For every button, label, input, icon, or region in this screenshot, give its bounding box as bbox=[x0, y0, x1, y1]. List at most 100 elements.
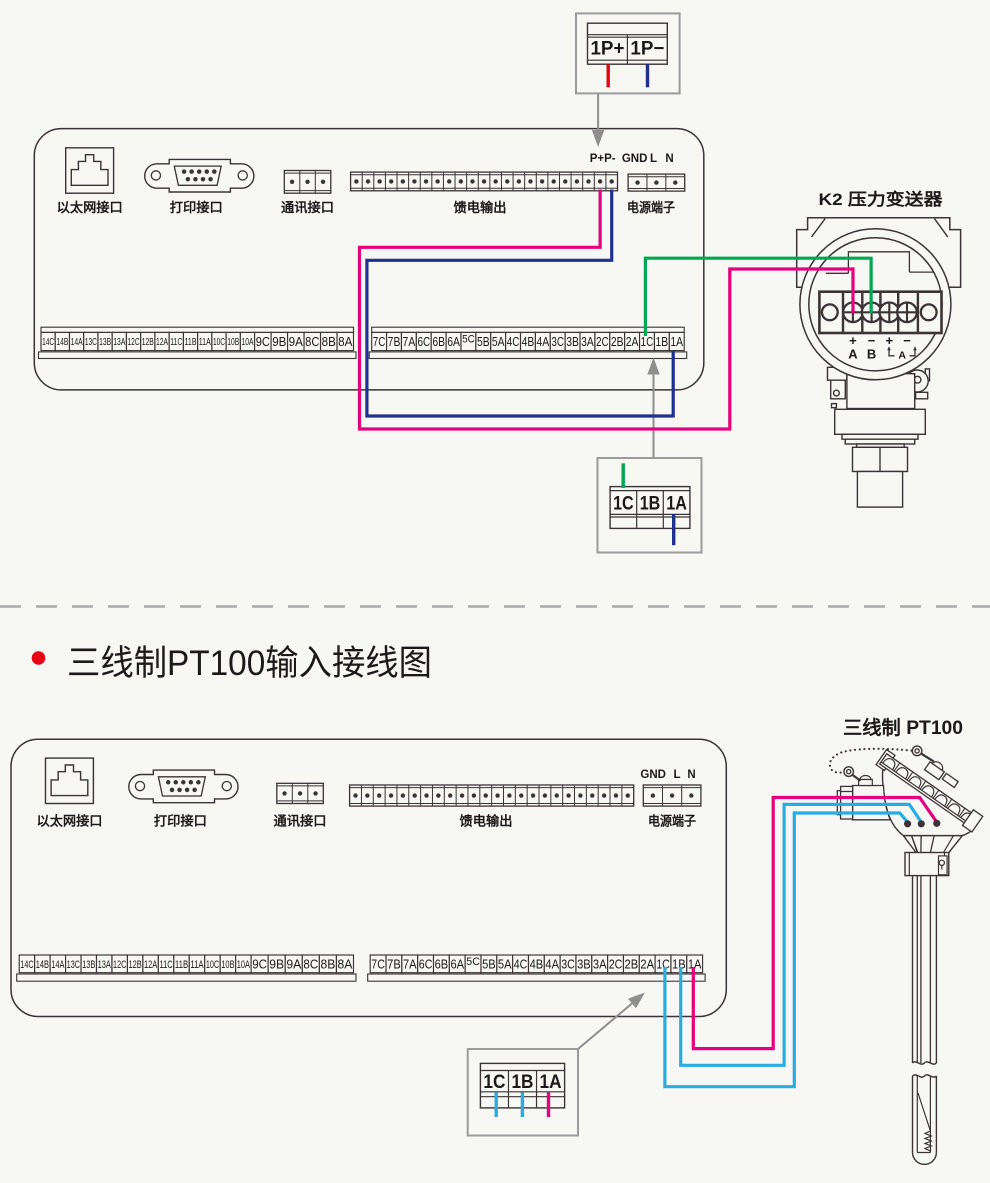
cap-tab-1-dome bbox=[931, 761, 944, 772]
io-right-cell-label: 3C bbox=[561, 957, 575, 972]
feed-output-screw bbox=[586, 179, 591, 184]
sensor-probe bbox=[911, 875, 938, 1166]
io-left-cell-label: 13C bbox=[85, 337, 97, 348]
tx-screw-cross bbox=[897, 302, 917, 323]
feed-output-screw bbox=[613, 793, 619, 798]
power-terminals-screw bbox=[635, 180, 640, 185]
inner-module bbox=[825, 251, 934, 274]
eye-screw-top-ring bbox=[911, 745, 923, 757]
io-left-cell-label: 8A bbox=[338, 334, 353, 349]
io-right-cell-label: 2B bbox=[625, 957, 639, 972]
eye-screw-top bbox=[911, 745, 935, 763]
arrow-rtd-bottom-head bbox=[628, 992, 645, 1009]
io-left-cell-label: 13C bbox=[67, 959, 80, 971]
io-right-cell-label: 2B bbox=[611, 334, 624, 349]
io-right-cell-label: 3B bbox=[577, 957, 591, 972]
io-left-rail bbox=[16, 973, 357, 982]
feed-output-screw bbox=[423, 179, 429, 184]
io-right-rail bbox=[368, 351, 688, 360]
flange-plate-2 bbox=[844, 438, 916, 445]
arrow-rtd-bottom-shaft bbox=[577, 1001, 635, 1050]
feed-output-screw bbox=[601, 793, 607, 798]
feed-output-screw bbox=[483, 793, 488, 798]
printer-port-pin bbox=[200, 176, 206, 182]
sensor-title: 三线制 PT100 bbox=[843, 716, 963, 739]
printer-port-screw-left bbox=[150, 170, 162, 181]
io-right-cell-label: 2C bbox=[596, 334, 609, 349]
io-left-cell-label: 11A bbox=[199, 337, 211, 348]
pin-label-gnd: GND bbox=[640, 769, 666, 781]
ethernet-port-jack bbox=[70, 154, 109, 186]
io-left-cell-label: 10A bbox=[241, 337, 253, 348]
io-right-cell-label: 1A bbox=[670, 334, 683, 349]
feed-output-screw bbox=[507, 793, 512, 798]
io-right-cell-label: 4A bbox=[545, 957, 559, 972]
io-left-cell-label: 9C bbox=[252, 957, 267, 972]
pin-label-n: N bbox=[687, 769, 695, 781]
io-left-cell-label: 12A bbox=[156, 337, 168, 348]
cable-gland bbox=[839, 785, 854, 820]
io-left-cell-label: 11C bbox=[159, 959, 172, 971]
feed-output-screw bbox=[590, 793, 595, 798]
printer-port-pin bbox=[193, 176, 198, 182]
rtd-top-terminal-block-label: 1A bbox=[666, 494, 687, 515]
cap-facet-divider bbox=[906, 771, 914, 781]
printer-port-screw-right bbox=[221, 780, 233, 792]
rtd-top-terminal-block-label: 1C bbox=[613, 494, 634, 515]
printer-port-pin bbox=[184, 787, 190, 793]
io-right-cell-label: 1C bbox=[641, 334, 654, 349]
label-b-minus: − bbox=[868, 333, 876, 348]
resistor-element bbox=[923, 1130, 933, 1152]
feed-output-screw bbox=[377, 179, 382, 184]
printer-port-pin bbox=[165, 780, 171, 785]
feed-output-screw bbox=[597, 179, 603, 184]
io-right-cell-label: 6C bbox=[419, 957, 433, 972]
printer-port-pin bbox=[208, 176, 213, 182]
cap-facet-divider bbox=[893, 762, 901, 772]
io-right-cell-label: 5B bbox=[477, 334, 490, 349]
feed-output-screw bbox=[436, 793, 441, 798]
feed-output-screw bbox=[447, 179, 452, 184]
comm-port-label: 通讯接口 bbox=[274, 813, 327, 829]
eye-screw-top-shank bbox=[920, 752, 935, 763]
bracket-left-hole bbox=[832, 389, 841, 397]
feed-output-screw bbox=[625, 793, 630, 798]
feed-output-screw bbox=[530, 793, 536, 798]
feed-output-screw bbox=[551, 179, 556, 184]
cap-end-far bbox=[961, 808, 984, 833]
io-right-rail bbox=[367, 973, 706, 982]
power-terminals-screw bbox=[689, 793, 694, 798]
feed-output-rails bbox=[350, 174, 618, 189]
io-left-cell-label: 14B bbox=[36, 959, 49, 971]
comm-port-rails bbox=[276, 785, 324, 802]
io-left-cell-label: 8C bbox=[303, 957, 318, 972]
io-left-cell-label: 9C bbox=[256, 334, 270, 349]
io-right-cell-label: 7B bbox=[388, 334, 401, 349]
printer-port-pin bbox=[181, 169, 187, 174]
callout-pressure-terminal-block: 1P+1P− bbox=[586, 22, 669, 65]
feed-output-label: 馈电输出 bbox=[454, 199, 507, 215]
power-terminals-screw bbox=[654, 180, 659, 185]
power-terminals-label: 电源端子 bbox=[627, 199, 675, 215]
io-left-cell-label: 10A bbox=[237, 959, 251, 971]
feed-output-screw bbox=[542, 793, 548, 798]
printer-port-pin bbox=[169, 787, 175, 793]
io-right-cell-label: 4C bbox=[514, 957, 528, 972]
io-right-cell-label: 5B bbox=[482, 957, 496, 972]
label-terminal-b: B bbox=[867, 347, 876, 362]
transmitter-title: K2 压力变送器 bbox=[819, 189, 944, 209]
power-terminals-rails bbox=[643, 787, 701, 804]
io-left-cell bbox=[336, 331, 355, 352]
element-lead-diagonal bbox=[917, 1092, 931, 1132]
io-left-cell-label: 12C bbox=[113, 959, 126, 971]
comm-port-label: 通讯接口 bbox=[281, 199, 334, 215]
sensor-cap bbox=[875, 748, 984, 833]
printer-port-dsub bbox=[157, 776, 207, 797]
printer-port-dsub bbox=[173, 165, 223, 186]
printer-port-screw-right bbox=[237, 170, 248, 181]
